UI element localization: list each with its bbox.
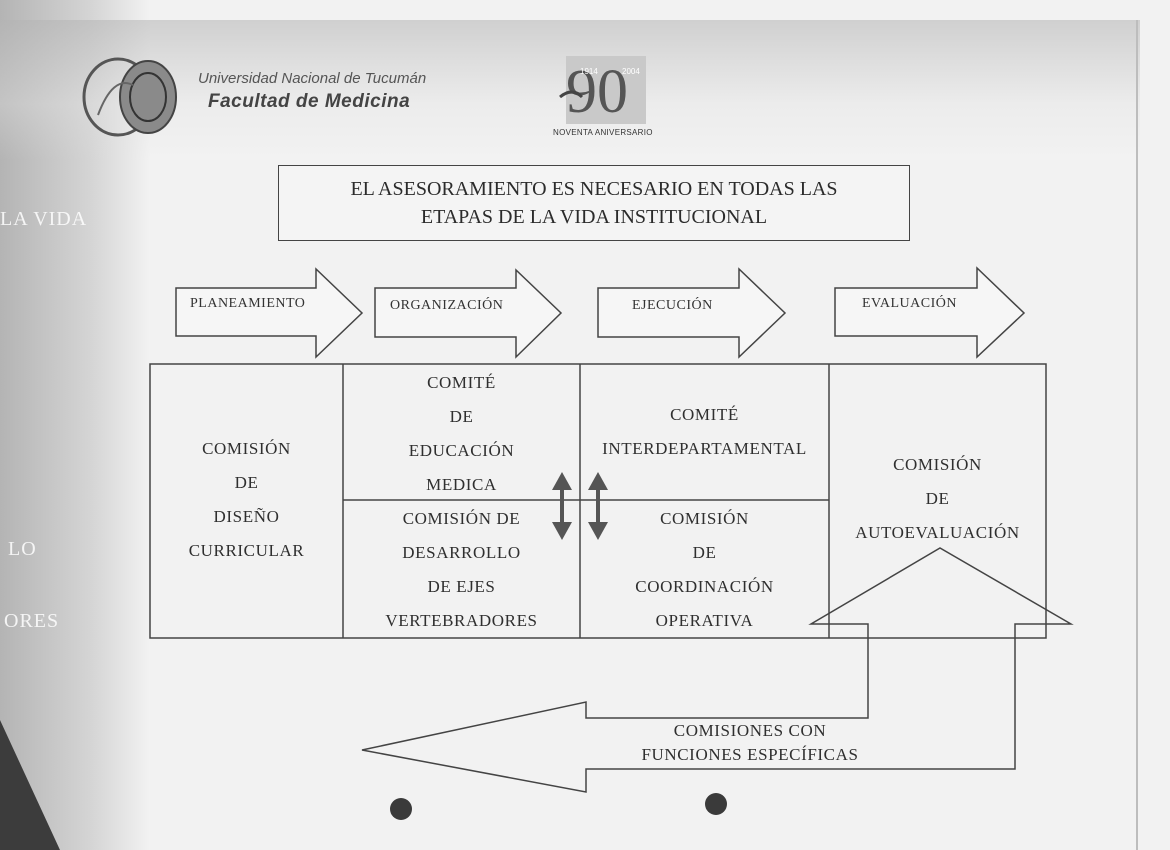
punch-hole	[390, 798, 412, 820]
anniversary-logo: 90 1914 2004	[559, 56, 646, 126]
cropped-text-fragment: ORES	[4, 610, 60, 632]
cell-coordinacion-operativa: COMISIÓN DE COORDINACIÓN OPERATIVA	[635, 509, 774, 630]
feedback-arrow	[361, 547, 1074, 793]
stage-label-planeamiento: PLANEAMIENTO	[190, 296, 306, 311]
cropped-text-fragment: LA VIDA	[0, 208, 88, 230]
stage-arrow-planeamiento	[175, 267, 364, 359]
faculty-name: Facultad de Medicina	[208, 91, 411, 112]
scan-shadow	[0, 720, 60, 850]
committee-grid	[149, 363, 1047, 639]
cell-educacion-medica: COMITÉ DE EDUCACIÓN MEDICA	[408, 373, 515, 494]
anniversary-year-start: 1914	[580, 67, 598, 76]
title-box: EL ASESORAMIENTO ES NECESARIO EN TODAS L…	[278, 165, 910, 241]
stage-label-evaluacion: EVALUACIÓN	[862, 296, 957, 311]
stage-arrow-organizacion	[374, 268, 563, 359]
double-arrow-left	[552, 472, 572, 540]
diagram-title: EL ASESORAMIENTO ES NECESARIO EN TODAS L…	[350, 178, 838, 228]
cropped-text-fragment: LO	[8, 538, 37, 560]
stage-label-organizacion: ORGANIZACIÓN	[390, 298, 504, 313]
anniversary-year-end: 2004	[622, 67, 640, 76]
stage-arrow-evaluacion	[834, 266, 1026, 359]
punch-hole	[705, 793, 727, 815]
cell-ejes-vertebradores: COMISIÓN DE DESARROLLO DE EJES VERTEBRAD…	[385, 509, 538, 630]
cell-diseno-curricular: COMISIÓN DE DISEÑO CURRICULAR	[188, 439, 305, 560]
double-arrow-right	[588, 472, 608, 540]
bottom-arrow-label: COMISIONES CON FUNCIONES ESPECÍFICAS	[641, 721, 859, 764]
university-name: Universidad Nacional de Tucumán	[198, 70, 427, 87]
anniversary-caption: NOVENTA ANIVERSARIO	[553, 128, 653, 137]
page-edge	[1136, 20, 1138, 850]
cell-interdepartamental: COMITÉ INTERDEPARTAMENTAL	[602, 405, 807, 458]
university-seal-logo	[82, 57, 177, 137]
cell-autoevaluacion: COMISIÓN DE AUTOEVALUACIÓN	[855, 455, 1020, 542]
stage-label-ejecucion: EJECUCIÓN	[632, 298, 713, 313]
stage-arrow-ejecucion	[597, 267, 787, 359]
